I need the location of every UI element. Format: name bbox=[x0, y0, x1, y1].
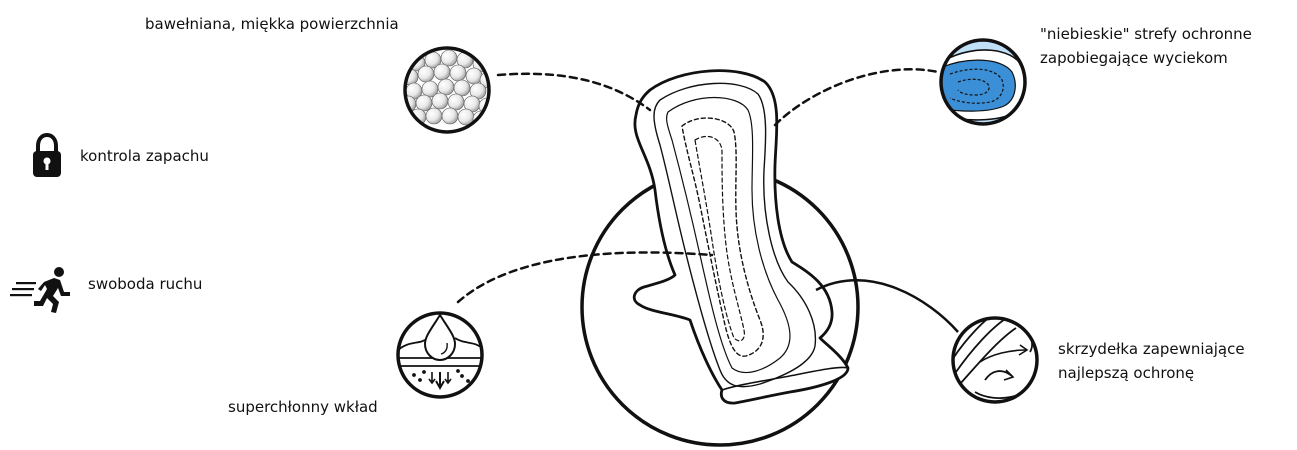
wings-icon bbox=[951, 316, 1039, 404]
label-wings-line1: skrzydełka zapewniające bbox=[1058, 340, 1245, 358]
leader-absorbent bbox=[456, 251, 714, 304]
label-wings-line2: najlepszą ochronę bbox=[1058, 364, 1195, 382]
label-odor-control: kontrola zapachu bbox=[80, 147, 209, 165]
leader-blue-zones bbox=[773, 68, 940, 127]
label-blue-zones-line1: "niebieskie" strefy ochronne bbox=[1040, 25, 1252, 43]
running-person-icon bbox=[10, 267, 70, 313]
lock-icon bbox=[33, 132, 61, 177]
water-drop-icon bbox=[396, 311, 484, 399]
leader-cotton bbox=[496, 72, 652, 112]
label-superabsorbent-core: superchłonny wkład bbox=[228, 398, 378, 416]
label-cotton-surface: bawełniana, miękka powierzchnia bbox=[145, 15, 399, 33]
blue-zones-icon bbox=[939, 38, 1027, 126]
label-freedom-of-movement: swoboda ruchu bbox=[88, 275, 203, 293]
cotton-balls-icon bbox=[403, 46, 491, 134]
leader-wings bbox=[815, 279, 959, 333]
leader-lines bbox=[456, 68, 940, 304]
label-blue-zones-line2: zapobiegające wyciekom bbox=[1040, 49, 1228, 67]
pad-illustration bbox=[632, 69, 850, 405]
